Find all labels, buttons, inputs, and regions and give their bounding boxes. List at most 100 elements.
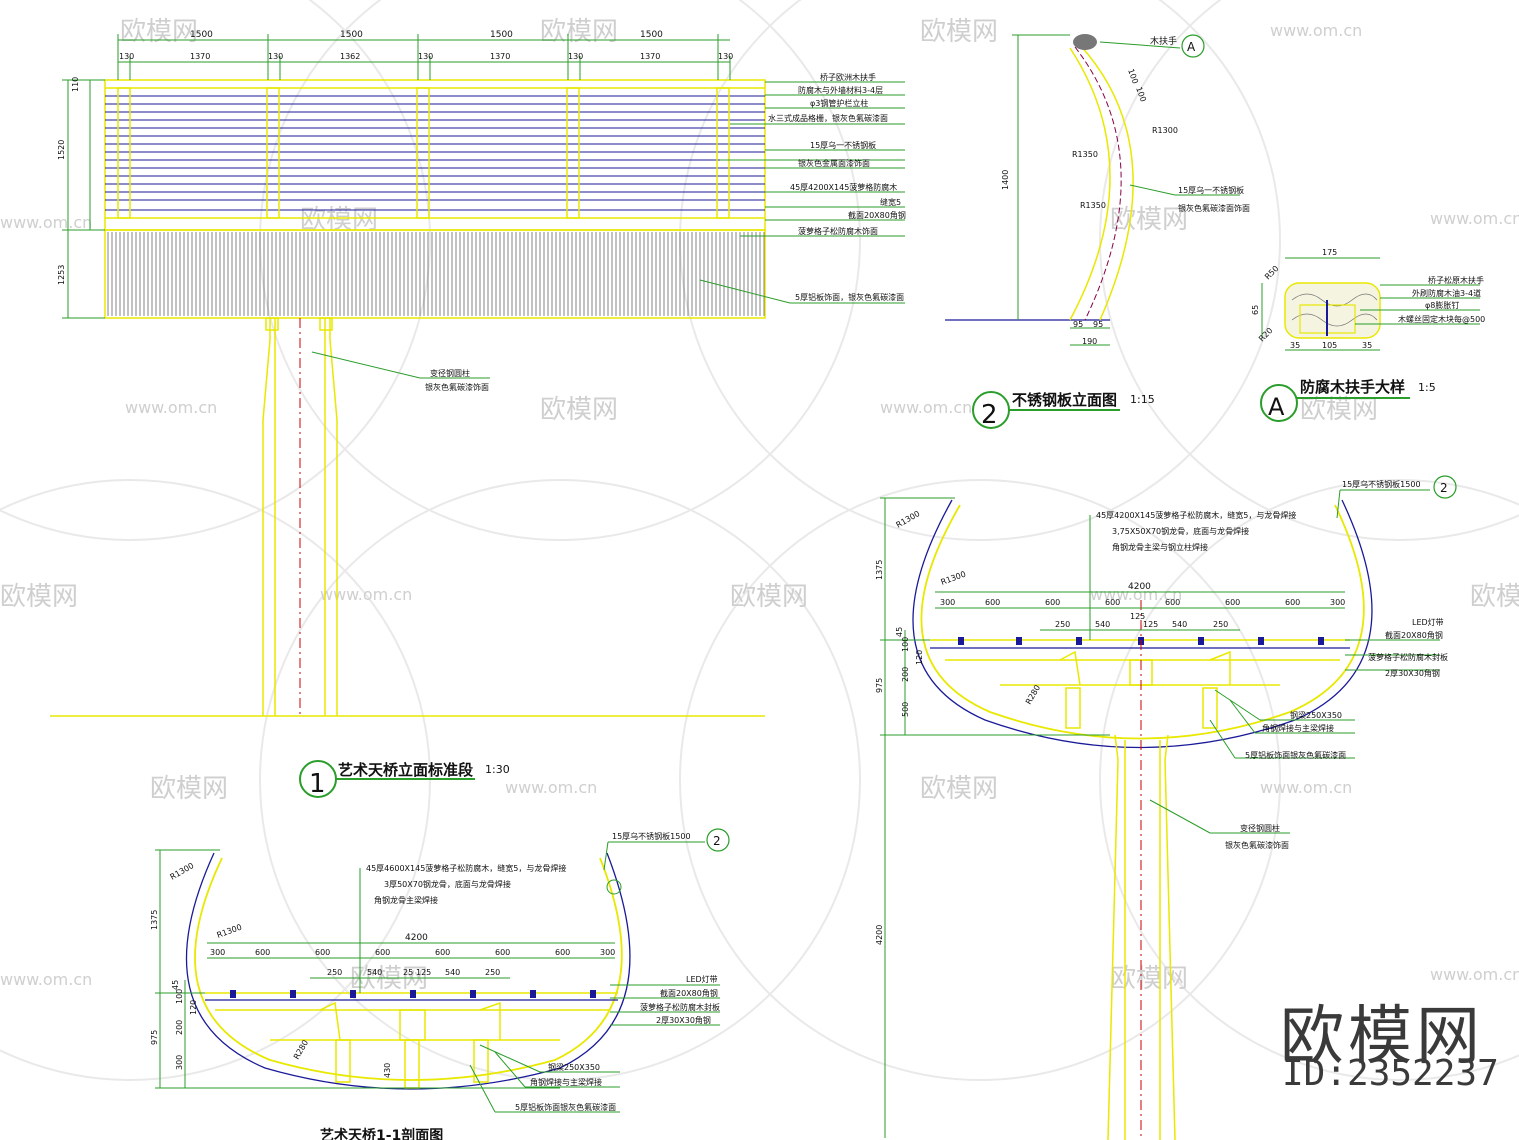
radius: R1300 — [895, 509, 922, 530]
dim: 600 — [375, 948, 390, 957]
dim: 600 — [255, 948, 270, 957]
dim: 540 — [367, 968, 382, 977]
note: LED灯带 — [1412, 617, 1444, 627]
dim-left: 1253 — [57, 265, 66, 285]
watermark-site: www.om.cn — [1430, 965, 1519, 984]
dim: 300 — [940, 598, 955, 607]
title-number: 1 — [309, 769, 326, 799]
dim-top: 1500 — [640, 30, 663, 40]
section-left: 4200 300 600 600 600 600 600 600 300 250… — [150, 828, 730, 1140]
dim: 4200 — [875, 925, 884, 945]
callout: 缝宽5 — [880, 197, 901, 207]
callout: φ3钢管护栏立柱 — [810, 98, 868, 108]
radius: R280 — [292, 1038, 310, 1061]
elevation-1: 1500 1500 1500 1500 130 1370 130 1362 13… — [50, 30, 906, 799]
dim: 100 — [1126, 68, 1140, 85]
drawing-scale: 1:30 — [485, 763, 510, 776]
dim: 600 — [1285, 598, 1300, 607]
note: 钢梁250X350 — [548, 1062, 600, 1072]
drawing-title: 艺术天桥立面标准段 — [338, 761, 473, 779]
watermark-site: www.om.cn — [1430, 209, 1519, 228]
dim-sub: 130 — [119, 52, 134, 61]
watermark-brand: 欧模网 — [540, 395, 618, 425]
note: 钢梁250X350 — [1290, 710, 1342, 720]
dim-sub: 130 — [568, 52, 583, 61]
note: 45厚4200X145菠萝格子松防腐木，缝宽5，与龙骨焊接 — [1096, 510, 1296, 520]
dim: 125 — [416, 968, 431, 977]
dim: 250 — [485, 968, 500, 977]
note: 截面20X80角钢 — [1385, 630, 1443, 640]
dim: 600 — [1045, 598, 1060, 607]
radius: R1350 — [1080, 201, 1106, 210]
note: 角钢焊接与主梁焊接 — [530, 1077, 602, 1087]
brand-logo-text: 欧模网 — [1280, 1000, 1484, 1074]
dim: 600 — [1165, 598, 1180, 607]
dim: 540 — [445, 968, 460, 977]
dim-top: 1500 — [190, 30, 213, 40]
dim: 200 — [901, 667, 910, 682]
watermark-site: www.om.cn — [125, 398, 217, 417]
watermark-circles — [0, 0, 1519, 1081]
watermark-site: www.om.cn — [0, 970, 92, 989]
dim: 1375 — [875, 560, 884, 580]
dim: 45 — [895, 627, 904, 637]
callout: 桥子欧洲木扶手 — [820, 72, 876, 82]
watermark-brand: 欧模网 — [1300, 395, 1378, 425]
note: 15厚乌不锈钢板1500 — [1342, 479, 1421, 489]
note: 截面20X80角钢 — [660, 988, 718, 998]
watermark-brand: 欧模网 — [730, 582, 808, 612]
dim-sub: 1370 — [640, 52, 660, 61]
note: 外刷防腐木油3-4道 — [1412, 288, 1481, 298]
radius: R280 — [1024, 683, 1042, 706]
callout: 15厚乌一不锈钢板 — [810, 140, 876, 150]
dim: 300 — [600, 948, 615, 957]
dim: 95 — [1093, 320, 1103, 329]
dim: 190 — [1082, 337, 1097, 346]
watermark-brand: 欧模网 — [350, 964, 428, 994]
dim: 65 — [1251, 305, 1260, 315]
note: 银灰色氟碳漆面饰面 — [1178, 203, 1250, 213]
watermark-brand: 欧模网 — [0, 582, 78, 612]
note: φ8膨胀钉 — [1425, 300, 1459, 310]
callout-ref: 2 — [713, 834, 721, 848]
callout-ref: A — [1187, 40, 1196, 54]
radius: R20 — [1257, 326, 1275, 344]
title-number: 2 — [981, 400, 998, 430]
watermark-site: www.om.cn — [505, 778, 597, 797]
note: 15厚乌不锈钢板1500 — [612, 831, 691, 841]
dim: 4200 — [1128, 582, 1151, 592]
note: 15厚乌一不锈钢板 — [1178, 185, 1244, 195]
watermark-brand: 欧模网 — [150, 774, 228, 804]
watermark-brand: 欧模网 — [920, 17, 998, 47]
dim: 1375 — [150, 910, 159, 930]
radius: R1300 — [1152, 126, 1178, 135]
watermark-site: www.om.cn — [1260, 778, 1352, 797]
callout: 防腐木与外墙材料3-4层 — [798, 85, 883, 95]
column-note: 银灰色氟碳漆饰面 — [425, 382, 489, 392]
radius: R1300 — [940, 570, 967, 587]
section-right: 4200 300 600 600 600 600 600 600 300 250… — [875, 475, 1457, 1140]
drawing-title: 防腐木扶手大样 — [1300, 378, 1405, 396]
callout: 银灰色金属面漆饰面 — [798, 158, 870, 168]
watermark-texts: 欧模网 欧模网 欧模网 www.om.cn 欧模网 欧模网 www.om.cn … — [0, 17, 1519, 994]
watermark-brand: 欧模网 — [920, 774, 998, 804]
watermark-site: www.om.cn — [1270, 21, 1362, 40]
dim: 4200 — [405, 933, 428, 943]
note: 3,75X50X70钢龙骨，底面与龙骨焊接 — [1112, 526, 1249, 536]
note: 角钢焊接与主梁焊接 — [1262, 723, 1334, 733]
callout: 截面20X80角钢 — [848, 210, 906, 220]
dim: 540 — [1172, 620, 1187, 629]
drawing-title: 艺术天桥1-1剖面图 — [320, 1127, 443, 1140]
dim: 105 — [1322, 341, 1337, 350]
dim: 600 — [1225, 598, 1240, 607]
dim-sub: 130 — [268, 52, 283, 61]
dim-left: 1520 — [57, 140, 66, 160]
watermark-brand: 欧模网 — [120, 17, 198, 47]
note: 5厚铝板饰面银灰色氟碳漆面 — [1245, 750, 1346, 760]
note: 5厚铝板饰面银灰色氟碳漆面 — [515, 1102, 616, 1112]
dim: 125 — [1143, 620, 1158, 629]
watermark-brand: 欧模网 — [1110, 205, 1188, 235]
column-note: 变径钢圆柱 — [430, 368, 470, 378]
callout: 5厚铝板饰面，银灰色氟碳漆面 — [795, 292, 904, 302]
